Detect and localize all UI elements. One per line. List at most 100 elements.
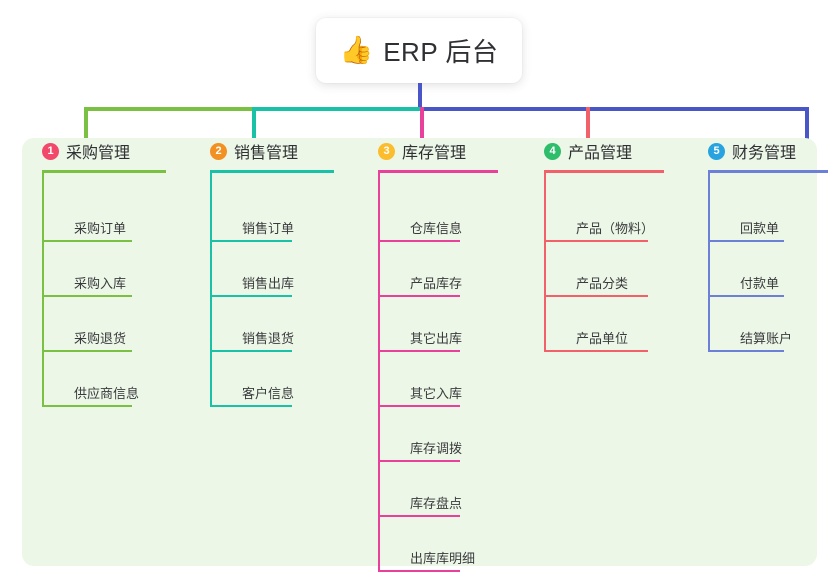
leaf-item[interactable]: 库存盘点 [404, 493, 466, 516]
branch-badge-5: 5 [708, 142, 725, 160]
bus-drop-2 [252, 107, 256, 140]
branch-column-3: 3 库存管理仓库信息产品库存其它出库其它入库库存调拨库存盘点出库库明细 [378, 138, 498, 572]
leaf-item-label: 销售订单 [242, 221, 295, 236]
branch-title-2: 销售管理 [234, 145, 299, 162]
branch-spine-4 [544, 170, 546, 350]
leaf-underline [378, 570, 460, 572]
branch-badge-3: 3 [378, 142, 395, 160]
leaf-item[interactable]: 回款单 [734, 218, 783, 241]
leaf-item[interactable]: 供应商信息 [68, 383, 143, 406]
leaf-item[interactable]: 产品库存 [404, 273, 466, 296]
leaf-item-label: 其它入库 [410, 386, 463, 401]
branch-underline-1 [42, 170, 166, 173]
leaf-underline [708, 295, 784, 297]
leaf-item-label: 采购退货 [74, 331, 127, 346]
bus-segment-3 [420, 107, 809, 111]
branch-title-4: 产品管理 [568, 145, 633, 162]
leaf-item-label: 客户信息 [242, 386, 295, 401]
branch-spine-5 [708, 170, 710, 350]
leaf-item[interactable]: 销售退货 [236, 328, 298, 351]
leaf-item-label: 库存盘点 [410, 496, 463, 511]
leaf-item-label: 销售出库 [242, 276, 295, 291]
branch-header-1[interactable]: 1 采购管理 [42, 138, 130, 164]
leaf-underline [378, 295, 460, 297]
root-node-title: ERP 后台 [383, 37, 499, 67]
leaf-item[interactable]: 结算账户 [734, 328, 796, 351]
leaf-item-label: 付款单 [740, 276, 780, 291]
leaf-underline [42, 405, 132, 407]
leaf-underline [42, 295, 132, 297]
leaf-underline [378, 350, 460, 352]
thumbs-up-icon: 👍 [339, 35, 374, 65]
leaf-underline [210, 295, 292, 297]
leaf-item-label: 回款单 [740, 221, 780, 236]
leaf-item[interactable]: 仓库信息 [404, 218, 466, 241]
leaf-item[interactable]: 采购订单 [68, 218, 130, 241]
leaf-item-label: 销售退货 [242, 331, 295, 346]
leaf-item[interactable]: 采购退货 [68, 328, 130, 351]
leaf-item-label: 结算账户 [740, 331, 793, 346]
branch-title-5: 财务管理 [732, 145, 797, 162]
bus-drop-4 [586, 107, 590, 140]
leaf-underline [378, 240, 460, 242]
branch-underline-2 [210, 170, 334, 173]
bus-segment-1 [84, 107, 252, 111]
leaf-item-label: 产品（物料） [576, 221, 655, 236]
leaf-underline [544, 240, 648, 242]
leaf-underline [544, 295, 648, 297]
leaf-item[interactable]: 客户信息 [236, 383, 298, 406]
leaf-item-label: 产品单位 [576, 331, 629, 346]
leaf-underline [378, 405, 460, 407]
branch-underline-4 [544, 170, 664, 173]
leaf-item-label: 仓库信息 [410, 221, 463, 236]
leaf-item[interactable]: 产品（物料） [570, 218, 658, 241]
leaf-item[interactable]: 产品单位 [570, 328, 632, 351]
branch-column-2: 2 销售管理销售订单销售出库销售退货客户信息 [210, 138, 334, 407]
leaf-underline [708, 240, 784, 242]
leaf-item[interactable]: 库存调拨 [404, 438, 466, 461]
leaf-item[interactable]: 其它出库 [404, 328, 466, 351]
leaf-item[interactable]: 其它入库 [404, 383, 466, 406]
branch-badge-1: 1 [42, 142, 59, 160]
leaf-item[interactable]: 产品分类 [570, 273, 632, 296]
leaf-item-label: 采购入库 [74, 276, 127, 291]
leaf-underline [708, 350, 784, 352]
leaf-item-label: 库存调拨 [410, 441, 463, 456]
branch-spine-3 [378, 170, 380, 570]
leaf-item[interactable]: 付款单 [734, 273, 783, 296]
branch-title-1: 采购管理 [66, 145, 131, 162]
leaf-item-label: 出库库明细 [410, 551, 476, 566]
branch-column-4: 4 产品管理产品（物料） 产品分类产品单位 [544, 138, 664, 352]
bus-segment-2 [252, 107, 420, 111]
branch-header-4[interactable]: 4 产品管理 [544, 138, 632, 164]
leaf-underline [378, 515, 460, 517]
leaf-underline [210, 350, 292, 352]
leaf-item-label: 产品库存 [410, 276, 463, 291]
leaf-item[interactable]: 销售订单 [236, 218, 298, 241]
branch-underline-3 [378, 170, 498, 173]
leaf-underline [544, 350, 648, 352]
leaf-underline [378, 460, 460, 462]
leaf-underline [42, 350, 132, 352]
branch-badge-4: 4 [544, 142, 561, 160]
root-node-card[interactable]: 👍 ERP 后台 [316, 18, 522, 83]
bus-drop-3 [420, 107, 424, 140]
root-stem-connector [418, 83, 422, 109]
leaf-item[interactable]: 销售出库 [236, 273, 298, 296]
leaf-item-label: 采购订单 [74, 221, 127, 236]
leaf-underline [210, 405, 292, 407]
branch-panel: 1 采购管理采购订单采购入库采购退货供应商信息 2 销售管理销售订单销售出库销售退货客… [22, 138, 828, 572]
branch-header-3[interactable]: 3 库存管理 [378, 138, 466, 164]
branch-spine-2 [210, 170, 212, 405]
branch-header-5[interactable]: 5 财务管理 [708, 138, 796, 164]
branch-column-1: 1 采购管理采购订单采购入库采购退货供应商信息 [42, 138, 166, 407]
branch-title-3: 库存管理 [402, 145, 467, 162]
branch-underline-5 [708, 170, 828, 173]
leaf-item-label: 供应商信息 [74, 386, 140, 401]
branch-header-2[interactable]: 2 销售管理 [210, 138, 298, 164]
branch-badge-2: 2 [210, 142, 227, 160]
leaf-item[interactable]: 采购入库 [68, 273, 130, 296]
bus-drop-1 [84, 107, 88, 140]
leaf-item[interactable]: 出库库明细 [404, 548, 479, 571]
